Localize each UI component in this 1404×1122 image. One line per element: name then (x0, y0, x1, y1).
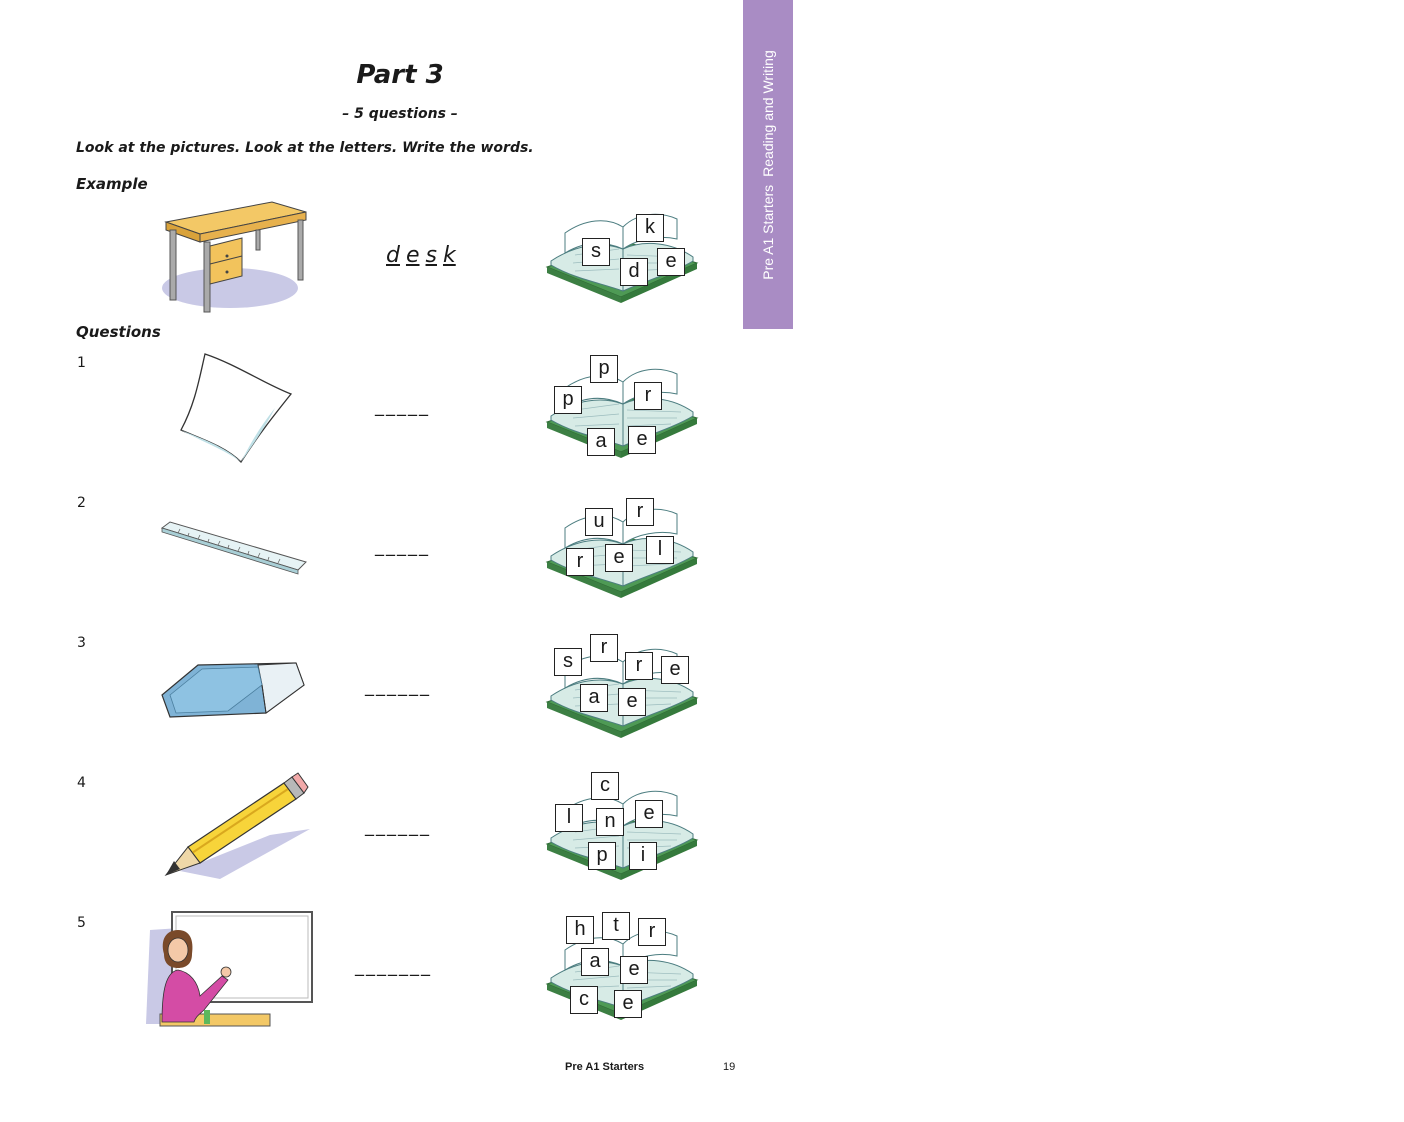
questions-label: Questions (76, 323, 161, 341)
letter-tile: h (566, 916, 594, 944)
answer-blanks[interactable]: _____ (375, 396, 430, 417)
letter-tile: k (636, 214, 664, 242)
letter-tile: d (620, 258, 648, 286)
answer-blanks[interactable]: ______ (365, 676, 431, 697)
side-tab-level: Pre A1 Starters (760, 184, 776, 280)
letter-tile: p (554, 386, 582, 414)
example-letter: s (425, 243, 437, 268)
ruler-picture (160, 521, 307, 575)
question-number: 5 (77, 915, 86, 931)
teacher-picture (146, 911, 313, 1027)
letter-tile: r (638, 918, 666, 946)
letter-tile: e (605, 544, 633, 572)
answer-blanks[interactable]: ______ (365, 816, 431, 837)
side-tab: Pre A1 Starters Reading and Writing (743, 0, 793, 329)
page-number: 19 (723, 1061, 736, 1073)
example-letter: d (386, 243, 400, 268)
desk-picture (162, 201, 307, 313)
letter-tile: e (620, 956, 648, 984)
answer-blanks[interactable]: _____ (375, 536, 430, 557)
letter-tile: n (596, 808, 624, 836)
letter-tile: l (646, 536, 674, 564)
example-letter: e (405, 243, 420, 268)
letter-tile: r (634, 382, 662, 410)
question-number: 4 (77, 775, 86, 791)
instruction-text: Look at the pictures. Look at the letter… (76, 140, 534, 156)
question-number: 2 (77, 495, 86, 511)
letter-tile: u (585, 508, 613, 536)
question-number: 1 (77, 355, 86, 371)
letter-tile: r (626, 498, 654, 526)
letter-tile: c (570, 986, 598, 1014)
paper-picture (180, 353, 293, 464)
letter-tile: p (590, 355, 618, 383)
example-letter: k (442, 243, 456, 268)
footer-label: Pre A1 Starters (565, 1061, 645, 1073)
letter-tile: l (555, 804, 583, 832)
eraser-picture (161, 662, 305, 718)
page-title: Part 3 (356, 60, 444, 90)
letter-tile: e (635, 800, 663, 828)
letter-tile: e (657, 248, 685, 276)
side-tab-paper: Reading and Writing (760, 50, 776, 177)
letter-tile: r (590, 634, 618, 662)
letter-tile: e (661, 656, 689, 684)
pencil-picture (164, 772, 310, 879)
letter-tile: p (588, 842, 616, 870)
letter-tile: e (614, 990, 642, 1018)
letter-tile: c (591, 772, 619, 800)
letter-tile: t (602, 912, 630, 940)
letter-tile: a (581, 948, 609, 976)
letter-tile: e (628, 426, 656, 454)
letter-tile: s (554, 648, 582, 676)
letter-tile: s (582, 238, 610, 266)
letter-tile: r (625, 652, 653, 680)
letter-tile: r (566, 548, 594, 576)
letter-tile: a (580, 684, 608, 712)
letter-tile: a (587, 428, 615, 456)
example-label: Example (76, 175, 148, 193)
page-subtitle: – 5 questions – (342, 106, 458, 122)
letter-tile: e (618, 688, 646, 716)
side-tab-text: Pre A1 Starters Reading and Writing (760, 50, 776, 280)
question-number: 3 (77, 635, 86, 651)
letter-tile: i (629, 842, 657, 870)
answer-blanks[interactable]: _______ (355, 956, 432, 977)
